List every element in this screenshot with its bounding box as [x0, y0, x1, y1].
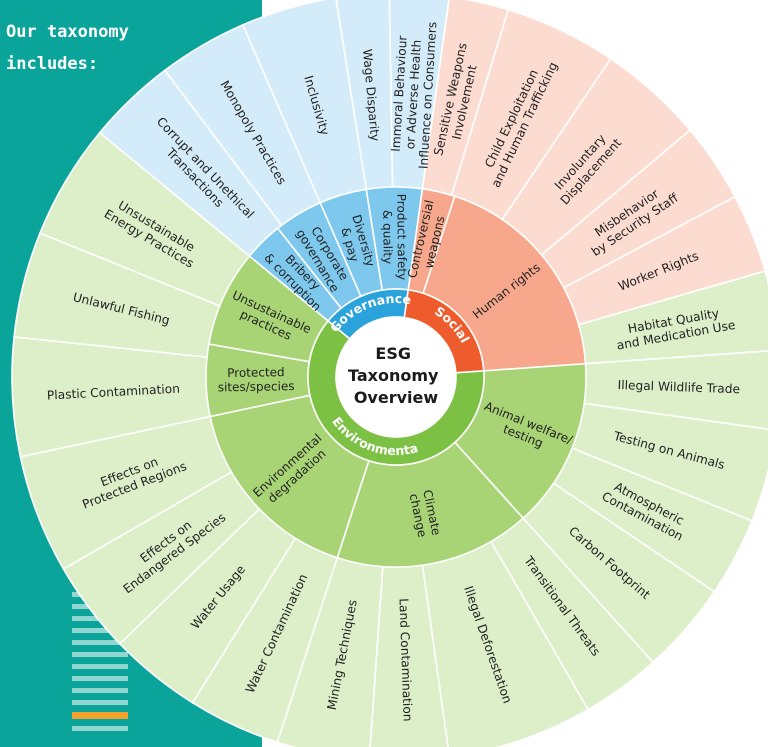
topic-label-illegal-wildlife-trade: Illegal Wildlife Trade: [617, 378, 740, 396]
topic-label-plastic-contamination: Plastic Contamination: [47, 382, 181, 403]
center-title-line-1: ESG: [375, 344, 411, 363]
stripe: [72, 676, 128, 681]
category-label-protected-sites-species-line: sites/species: [218, 379, 295, 394]
topic-label-illegal-wildlife-trade-line: Illegal Wildlife Trade: [617, 378, 740, 396]
stripe: [72, 700, 128, 705]
panel-title-line-2: includes:: [6, 54, 99, 74]
stripe: [72, 640, 128, 645]
category-label-product-safety-quality: Product safety& quality: [380, 194, 409, 281]
topic-label-land-contamination: Land Contamination: [396, 598, 414, 722]
category-label-product-safety-quality-line: Product safety: [394, 194, 409, 281]
center-disc: [336, 317, 456, 437]
stripe: [72, 664, 128, 669]
category-label-protected-sites-species-line: Protected: [227, 365, 285, 380]
category-ring: [205, 186, 587, 568]
stripe: [72, 628, 128, 633]
stripe: [72, 726, 128, 731]
accent-stripe: [72, 712, 128, 719]
topic-label-land-contamination-line: Land Contamination: [396, 598, 414, 722]
topic-label-plastic-contamination-line: Plastic Contamination: [47, 382, 181, 403]
center-title: ESG Taxonomy Overview: [348, 344, 444, 407]
topic-label-immoral-behaviour-or-adverse-health-influence-on-consumers-line: or Adverse Health: [403, 39, 424, 149]
center-title-line-2: Taxonomy: [348, 366, 439, 385]
panel-title-line-1: Our taxonomy: [6, 22, 129, 42]
center-title-line-3: Overview: [354, 388, 439, 407]
category-label-product-safety-quality-line: & quality: [380, 210, 394, 264]
stripe: [72, 688, 128, 693]
stripe: [72, 652, 128, 657]
panel-title: Our taxonomy includes:: [6, 16, 206, 80]
